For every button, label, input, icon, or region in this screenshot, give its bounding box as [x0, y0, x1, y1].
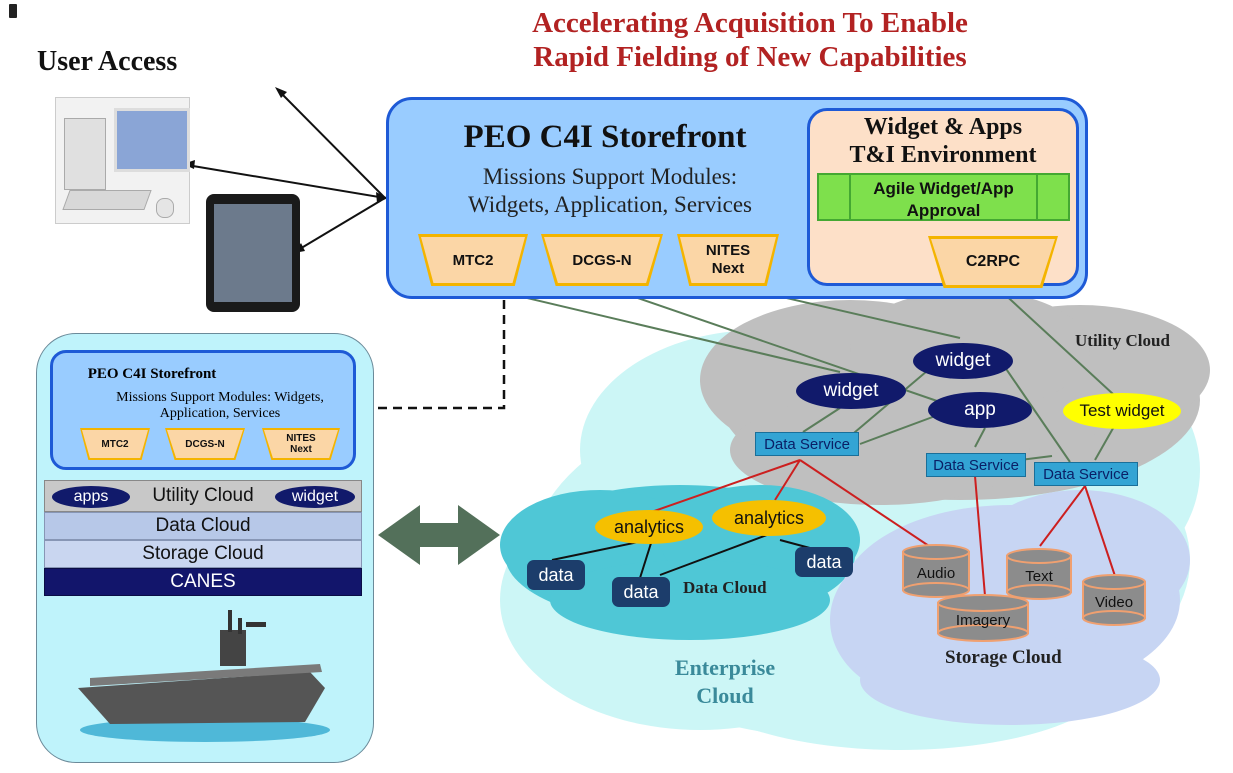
layer-canes-label: CANES: [170, 571, 236, 592]
mini-subtitle-line-1: Missions Support Modules: Widgets,: [116, 390, 324, 405]
analytics-right[interactable]: analytics: [712, 500, 826, 536]
user-access-arrows: [186, 89, 386, 251]
analytics-right-label: analytics: [733, 507, 805, 528]
storefront-subtitle-line-1: Missions Support Modules:: [482, 164, 738, 189]
data-connectors: [551, 531, 837, 579]
layer-canes: CANES: [44, 568, 362, 596]
storage-audio[interactable]: Audio: [916, 565, 956, 582]
storefront-subtitle: Missions Support Modules: Widgets, Appli…: [440, 163, 780, 219]
agile-line-1: Agile Widget/App: [873, 179, 1014, 198]
data-service-left-label: Data Service: [764, 435, 850, 453]
module-dcgs-n-label: DCGS-N: [572, 251, 632, 269]
storage-video[interactable]: Video: [1094, 594, 1134, 611]
layer-storage-cloud: Storage Cloud: [44, 540, 362, 568]
mini-storefront-subtitle: Missions Support Modules: Widgets, Appli…: [90, 390, 350, 422]
widget-apps-title: Widget & Apps T&I Environment: [810, 113, 1076, 169]
utility-widget-top-label: widget: [935, 350, 991, 371]
data-node-right-label: data: [806, 551, 842, 572]
storage-imagery[interactable]: Imagery: [955, 612, 1011, 629]
storage-cloud-label: Storage Cloud: [945, 647, 1062, 668]
desktop-computer-icon: [55, 97, 190, 224]
analytics-left[interactable]: analytics: [595, 510, 703, 544]
data-service-middle[interactable]: Data Service: [926, 453, 1026, 477]
title-line-1: Accelerating Acquisition To Enable: [532, 7, 968, 39]
module-mtc2-label: MTC2: [452, 251, 494, 269]
data-node-left-label: data: [538, 564, 574, 585]
agile-approval-label: Agile Widget/App Approval: [847, 178, 1040, 222]
storage-text[interactable]: Text: [1025, 568, 1053, 585]
utility-cloud-label: Utility Cloud: [1075, 331, 1170, 350]
data-node-right[interactable]: data: [795, 547, 853, 577]
data-service-right[interactable]: Data Service: [1034, 462, 1138, 486]
layer-apps-label: apps: [73, 488, 109, 505]
module-c2rpc[interactable]: C2RPC: [928, 236, 1058, 288]
storefront-subtitle-line-2: Widgets, Application, Services: [468, 192, 752, 217]
widget-apps-title-line-2: T&I Environment: [849, 142, 1037, 168]
mini-module-nites-label: NITES: [286, 433, 316, 444]
user-access-label: User Access: [37, 46, 178, 77]
module-dcgs-n[interactable]: DCGS-N: [541, 234, 663, 286]
layer-data-label: Data Cloud: [155, 515, 251, 536]
data-service-right-label: Data Service: [1043, 465, 1129, 483]
widget-apps-title-line-1: Widget & Apps: [863, 114, 1023, 140]
data-service-left[interactable]: Data Service: [755, 432, 859, 456]
utility-widget-left-label: widget: [823, 380, 879, 401]
mini-subtitle-line-2: Application, Services: [159, 406, 281, 421]
data-service-middle-label: Data Service: [933, 456, 1019, 474]
agile-line-2: Approval: [906, 201, 981, 220]
agile-approval-bar: [817, 173, 1070, 221]
layer-widget-label: widget: [291, 488, 339, 505]
red-connectors: [639, 459, 1116, 597]
module-nites-next[interactable]: NITES Next: [677, 234, 779, 286]
mini-module-dcgs-n-label: DCGS-N: [185, 438, 225, 450]
utility-app-label: app: [964, 399, 996, 420]
utility-widget-left[interactable]: widget: [796, 373, 906, 409]
module-c2rpc-label: C2RPC: [965, 253, 1021, 270]
module-mtc2[interactable]: MTC2: [418, 234, 528, 286]
mini-module-mtc2[interactable]: MTC2: [80, 428, 150, 460]
layer-widget-oval: widget: [275, 486, 355, 508]
title-line-2: Rapid Fielding of New Capabilities: [533, 41, 967, 73]
mini-module-dcgs-n[interactable]: DCGS-N: [165, 428, 245, 460]
tablet-icon: [206, 194, 300, 312]
enterprise-line-1: Enterprise: [674, 655, 776, 680]
test-widget-label: Test widget: [1079, 401, 1165, 420]
analytics-left-label: analytics: [613, 516, 685, 537]
layer-data-cloud: Data Cloud: [44, 512, 362, 540]
enterprise-line-2: Cloud: [696, 683, 754, 708]
mini-module-next-label: Next: [290, 444, 312, 455]
mini-storefront-title: PEO C4I Storefront: [87, 366, 217, 382]
double-arrow: [378, 505, 500, 565]
utility-app[interactable]: app: [928, 392, 1032, 428]
data-node-middle-label: data: [623, 581, 659, 602]
data-node-left[interactable]: data: [527, 560, 585, 590]
data-cloud-label: Data Cloud: [683, 578, 767, 597]
mini-module-mtc2-label: MTC2: [101, 438, 129, 450]
layer-utility-label: Utility Cloud: [152, 485, 254, 506]
module-next-label: Next: [711, 260, 745, 277]
device-icon: [9, 4, 17, 18]
mini-module-nites-next[interactable]: NITES Next: [262, 428, 340, 460]
layer-apps-oval: apps: [52, 486, 130, 508]
test-widget[interactable]: Test widget: [1063, 393, 1181, 429]
layer-storage-label: Storage Cloud: [142, 543, 264, 564]
data-node-middle[interactable]: data: [612, 577, 670, 607]
diagram-title: Accelerating Acquisition To Enable Rapid…: [440, 6, 1060, 74]
enterprise-cloud-label: Enterprise Cloud: [660, 654, 790, 710]
aircraft-carrier-icon: [78, 610, 330, 742]
utility-widget-top[interactable]: widget: [913, 343, 1013, 379]
storefront-title: PEO C4I Storefront: [463, 119, 747, 155]
module-nites-label: NITES: [705, 242, 751, 259]
